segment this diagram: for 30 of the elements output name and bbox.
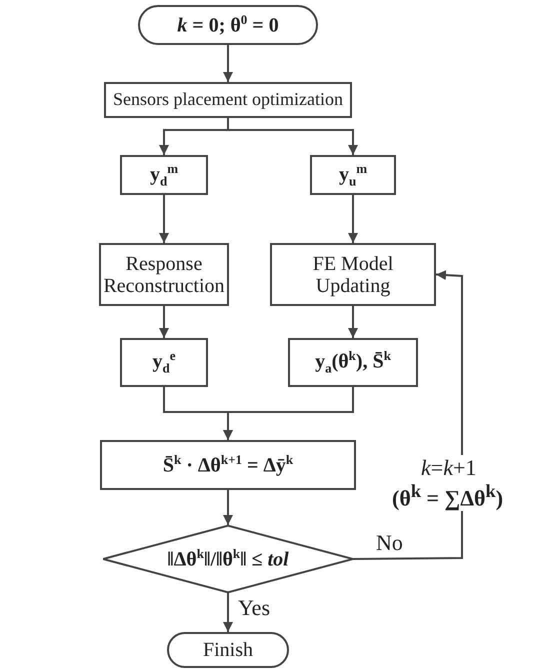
box-label: Sensors placement optimization xyxy=(113,90,343,110)
box-label: FE Model Updating xyxy=(312,252,394,296)
box-label: Response Reconstruction xyxy=(102,252,226,296)
arrow xyxy=(223,490,233,525)
loop-note: (θ$^{k}$ = ∑Δθ$^{k}$) xyxy=(390,481,506,512)
formula: k = 0; θ$^{0}$ = 0 xyxy=(177,13,279,37)
arrow xyxy=(223,387,354,440)
box-label: Finish xyxy=(202,639,254,661)
process-box xyxy=(288,338,418,387)
arrow xyxy=(348,195,358,243)
terminal-box xyxy=(167,632,289,668)
formula: ‖Δθ$^{k}$‖/‖θ$^{k}$‖ ≤ tol xyxy=(167,547,289,571)
process-box xyxy=(270,243,436,306)
arrow xyxy=(223,593,233,632)
process-box xyxy=(99,243,229,306)
arrow xyxy=(159,195,169,243)
loop-note: k=k+1 xyxy=(419,455,478,481)
formula: S̄$^{k}$ · Δθ$^{k+1}$ = Δȳ$^{k}$ xyxy=(162,453,294,477)
process-box xyxy=(120,338,208,387)
process-box xyxy=(120,155,208,195)
arrow xyxy=(348,306,358,338)
arrow xyxy=(159,306,169,338)
decision-diamond xyxy=(103,525,353,593)
process-box xyxy=(100,440,356,490)
arrow xyxy=(223,45,233,82)
arrow xyxy=(227,118,358,155)
formula: y$_{a}$(θ$^{k}$), S̄$^{k}$ xyxy=(315,349,391,376)
process-box xyxy=(310,155,396,195)
terminal-box xyxy=(138,5,318,45)
process-box xyxy=(104,82,352,118)
